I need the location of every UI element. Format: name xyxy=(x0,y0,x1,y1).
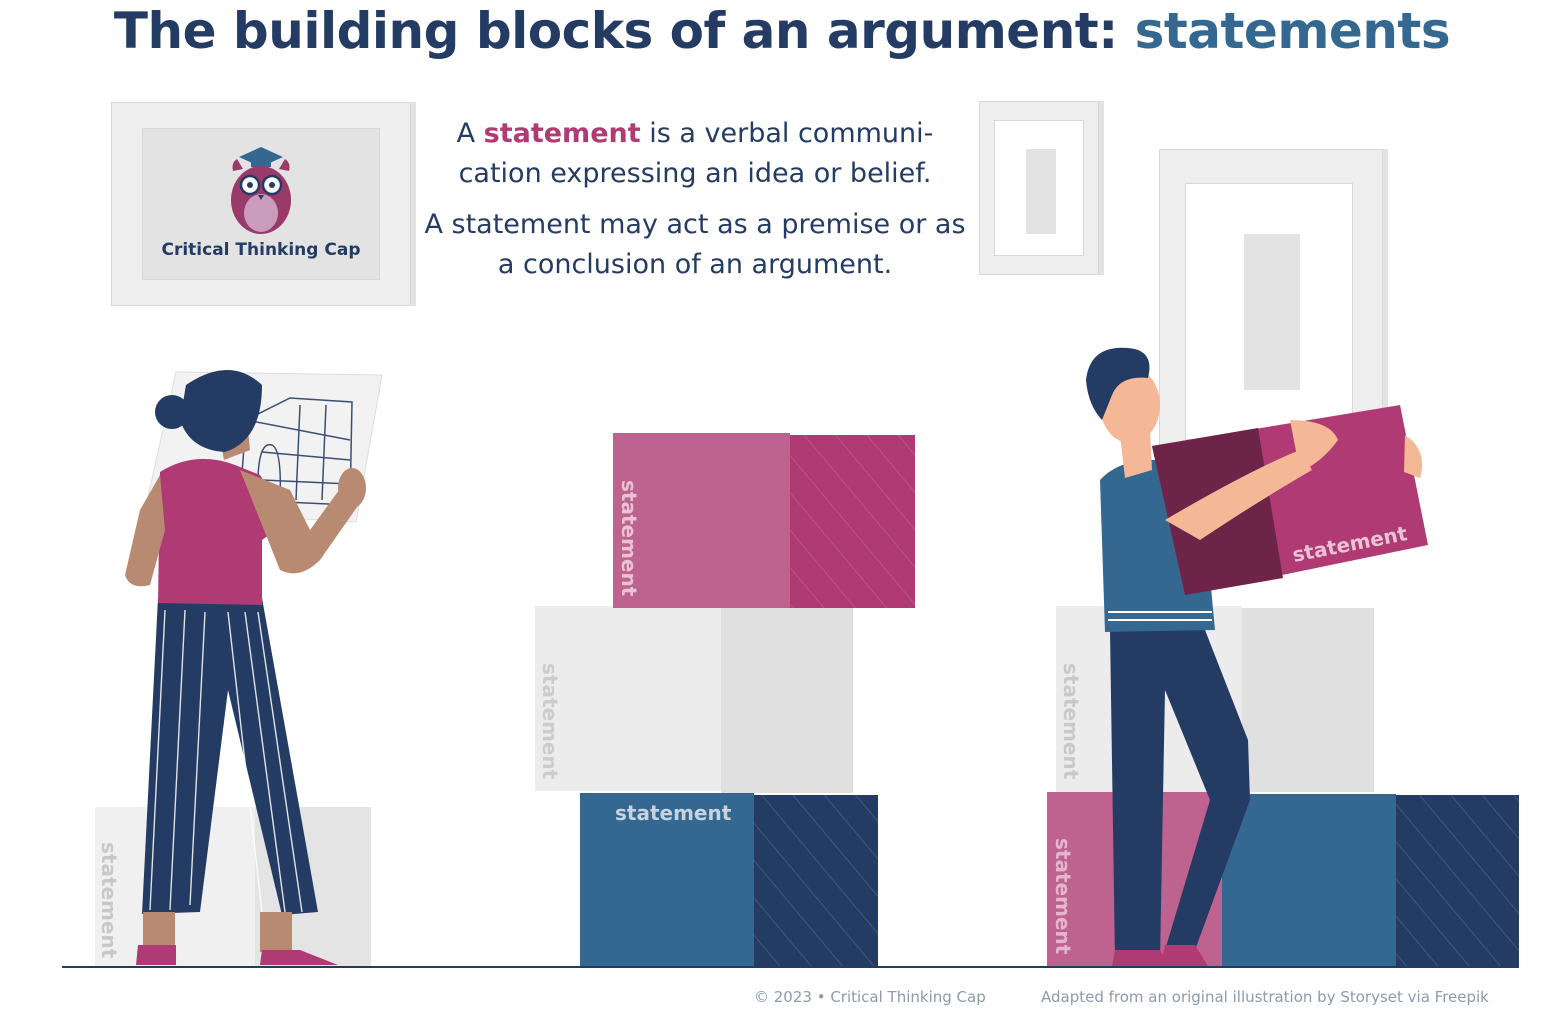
definition-start: A xyxy=(456,118,484,149)
owl-graduation-cap-icon xyxy=(231,147,291,234)
page-title: The building blocks of an argument: stat… xyxy=(0,2,1564,60)
box-label: statement xyxy=(1051,838,1075,955)
definition-keyword: statement xyxy=(483,118,641,149)
footer-credit: Adapted from an original illustration by… xyxy=(1041,988,1489,1006)
box-label: statement xyxy=(617,480,641,597)
footer-copyright: © 2023 • Critical Thinking Cap xyxy=(754,988,986,1006)
box-label: statement xyxy=(1059,663,1083,780)
box-label: statement xyxy=(615,801,732,825)
logo-name: Critical Thinking Cap xyxy=(161,240,361,260)
logo-frame-mat: Critical Thinking Cap xyxy=(142,128,380,280)
wall-frame-small-picture xyxy=(1026,149,1056,234)
wall-frame-tall-picture xyxy=(1244,234,1300,390)
title-prefix: The building blocks of an argument: xyxy=(113,2,1135,60)
definition-text: A statement is a verbal communi-cation e… xyxy=(420,114,970,194)
woman-figure xyxy=(125,370,383,965)
box-right-blue xyxy=(1222,794,1519,968)
definition-role-text: A statement may act as a premise or as a… xyxy=(424,209,966,280)
box-middle-blue: statement xyxy=(580,793,878,968)
box-left-gray: statement xyxy=(95,807,371,967)
wall-frame-small xyxy=(979,101,1099,275)
definition-rest: is a verbal communi-cation expressing an… xyxy=(458,118,934,189)
logo-frame: Critical Thinking Cap xyxy=(111,102,411,306)
box-middle-pink: statement xyxy=(613,433,915,608)
box-label: statement xyxy=(538,663,562,780)
wall-frame-tall xyxy=(1159,149,1383,451)
title-highlight: statements xyxy=(1134,2,1451,60)
man-figure: statement xyxy=(1086,347,1428,966)
box-label: statement xyxy=(97,842,121,959)
ground-line xyxy=(62,966,1518,968)
box-middle-gray: statement xyxy=(535,606,853,793)
